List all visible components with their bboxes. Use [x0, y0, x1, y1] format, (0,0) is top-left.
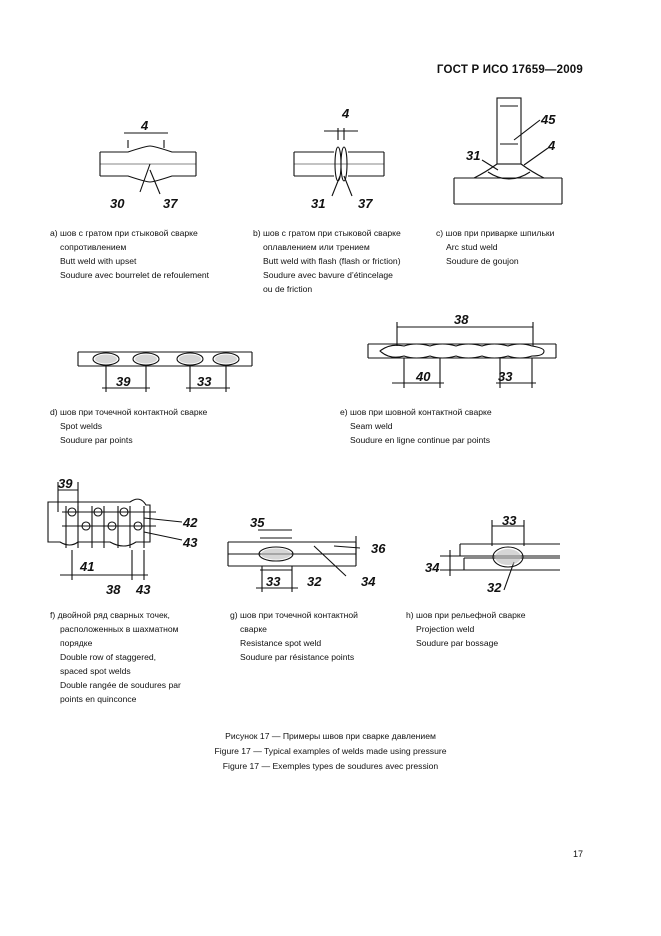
drawing-h [440, 520, 560, 591]
callout-e-40: 40 [415, 369, 431, 384]
caption-c: c) шов при приварке шпильки Arc stud wel… [436, 228, 555, 266]
caption-e: e) шов при шовной контактной сварке Seam… [340, 407, 492, 445]
callout-g-35: 35 [250, 515, 265, 530]
caption-g: g) шов при точечной контактной сварке Re… [230, 610, 358, 662]
page-number: 17 [572, 849, 583, 859]
drawing-g [227, 529, 361, 592]
drawing-f [47, 482, 183, 580]
callout-e-38: 38 [454, 312, 469, 327]
callout-f-41: 41 [79, 559, 94, 574]
drawing-c [453, 97, 563, 205]
callout-a-30: 30 [110, 196, 125, 211]
callout-d-33: 33 [197, 374, 212, 389]
callout-f-43b: 43 [135, 582, 151, 597]
figure-caption: Рисунок 17 — Примеры швов при сварке дав… [0, 729, 661, 774]
drawing-d [77, 351, 253, 392]
callout-g-36: 36 [371, 541, 386, 556]
callout-a-37: 37 [163, 196, 178, 211]
callout-h-34: 34 [425, 560, 440, 575]
callout-e-33: 33 [498, 369, 513, 384]
callout-g-34: 34 [361, 574, 376, 589]
callout-c-45: 45 [540, 112, 556, 127]
caption-h: h) шов при рельефной сварке Projection w… [406, 610, 526, 648]
callout-b-37: 37 [358, 196, 373, 211]
callout-b-31: 31 [311, 196, 325, 211]
caption-a: a) шов с гратом при стыковой сварке сопр… [50, 228, 210, 280]
callout-d-39: 39 [116, 374, 131, 389]
drawing-e [367, 322, 557, 388]
document-header: ГОСТ Р ИСО 17659—2009 [436, 64, 583, 76]
callout-f-42: 42 [182, 515, 198, 530]
callout-h-32: 32 [487, 580, 502, 595]
callout-g-32: 32 [307, 574, 322, 589]
caption-b: b) шов с гратом при стыковой сварке опла… [253, 228, 401, 294]
caption-f: f) двойной ряд сварных точек, расположен… [50, 610, 181, 704]
drawing-a [99, 132, 197, 195]
callout-f-38: 38 [106, 582, 121, 597]
callout-c-4: 4 [547, 138, 556, 153]
callout-b-4: 4 [341, 106, 350, 121]
figure-caption-en: Figure 17 — Typical examples of welds ma… [214, 746, 447, 756]
callout-g-33: 33 [266, 574, 281, 589]
figure-caption-fr: Figure 17 — Exemples types de soudures a… [222, 761, 439, 771]
caption-d: d) шов при точечной контактной сварке Sp… [50, 407, 208, 445]
drawing-b [293, 128, 385, 197]
figure-caption-ru: Рисунок 17 — Примеры швов при сварке дав… [225, 731, 436, 741]
callout-a-4: 4 [140, 118, 149, 133]
callout-h-33: 33 [502, 513, 517, 528]
callout-f-39: 39 [58, 476, 73, 491]
callout-f-43a: 43 [182, 535, 198, 550]
callout-c-31: 31 [466, 148, 480, 163]
